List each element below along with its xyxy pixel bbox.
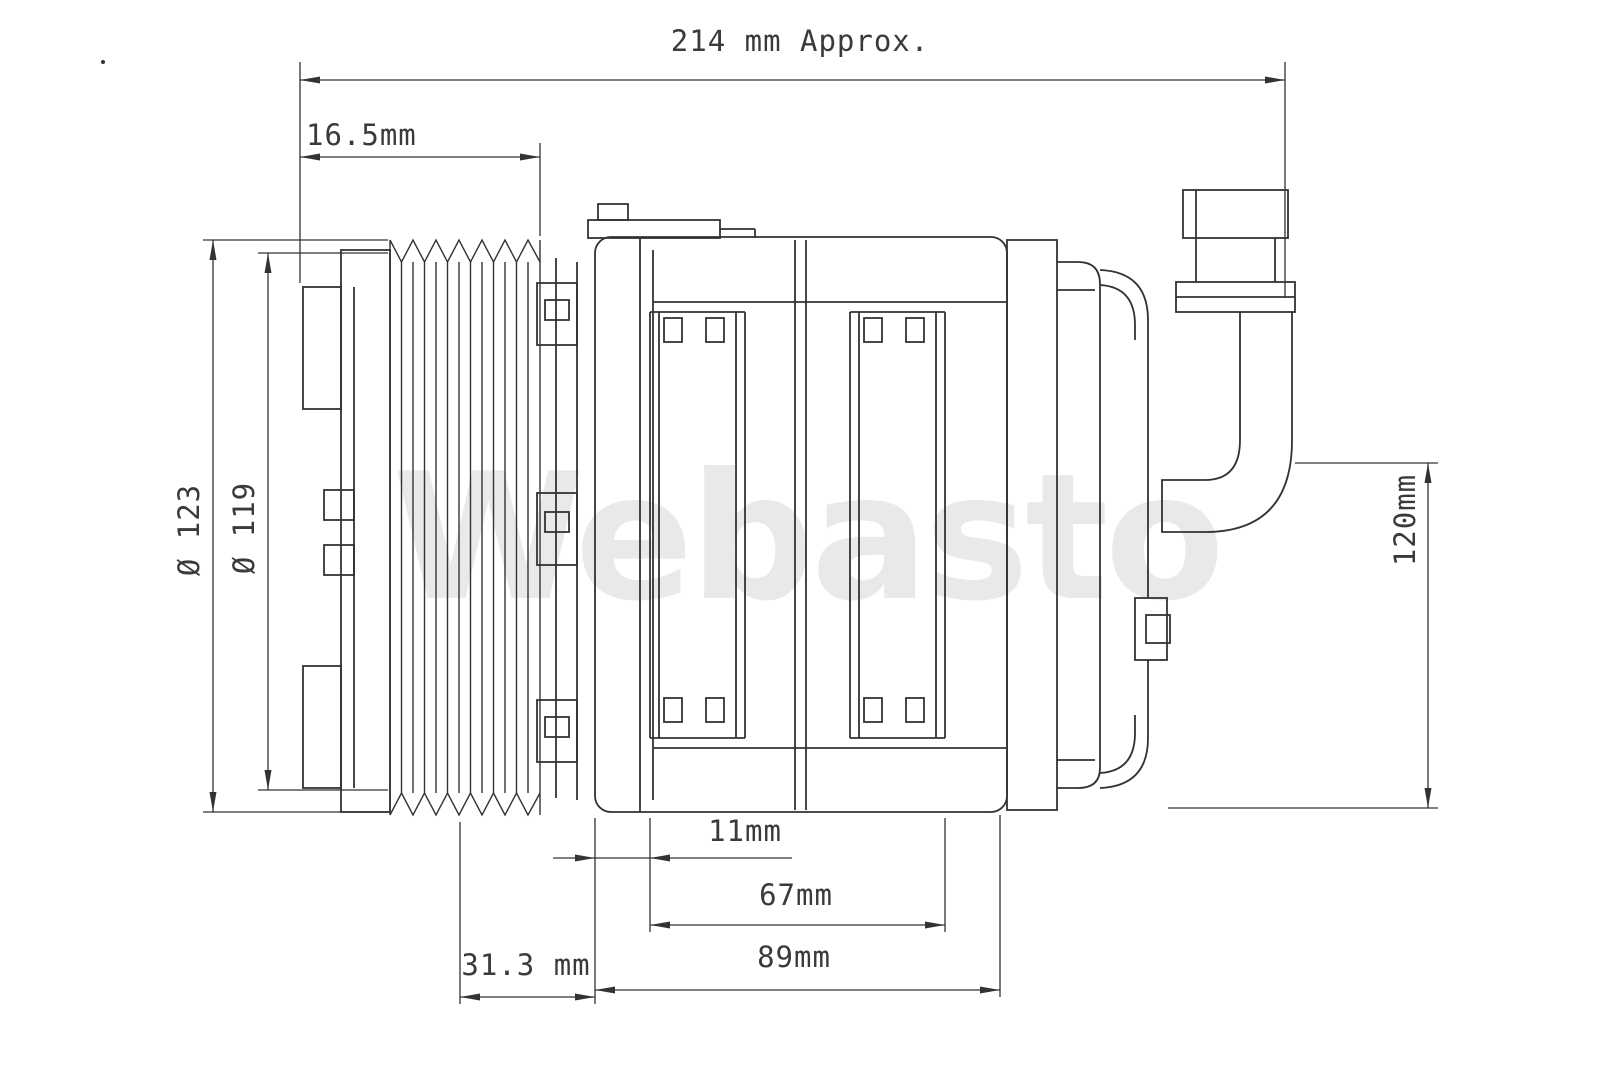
dim-port-offset-label: 11mm <box>708 814 782 848</box>
dim-line-overall-length <box>299 62 1286 298</box>
dim-line-pulley-offset <box>300 143 541 236</box>
part-drawing <box>302 189 1296 817</box>
hub <box>302 249 391 813</box>
dim-overall-length-label: 214 mm Approx. <box>670 24 930 58</box>
front-head-lugs <box>536 262 578 800</box>
suction-fitting <box>1175 189 1296 313</box>
dim-pulley-offset-label: 16.5mm <box>306 118 417 152</box>
cylinder-band-front <box>649 311 746 739</box>
dim-line-height <box>1168 462 1438 809</box>
dim-pulley-pitch-diameter-label: Ø 119 <box>227 481 262 575</box>
dim-line-outer-diameter <box>203 239 388 813</box>
dim-cylinder-span-label: 67mm <box>759 878 833 912</box>
discharge-pipe <box>1161 312 1293 533</box>
watermark: Webasto <box>392 437 1225 640</box>
dimension-lines <box>203 62 1438 1004</box>
pulley <box>389 238 541 817</box>
dim-height-label: 120mm <box>1388 473 1423 567</box>
watermark-text: Webasto <box>392 437 1221 640</box>
dim-pulley-outer-diameter-label: Ø 123 <box>172 483 207 577</box>
dimension-arrows <box>101 60 1432 1001</box>
cylinder-band-rear <box>849 311 946 739</box>
top-bracket <box>587 203 756 239</box>
stray-mark <box>101 60 105 64</box>
rear-head <box>1006 239 1101 811</box>
dim-body-length-label: 89mm <box>757 940 831 974</box>
dim-line-pulley-depth <box>459 822 595 1004</box>
rear-bracket <box>1099 269 1171 789</box>
dim-line-pitch-diameter <box>258 252 388 791</box>
dim-line-body-length <box>594 815 1001 1004</box>
dim-line-cylinder-span <box>649 818 946 932</box>
dim-pulley-depth-label: 31.3 mm <box>461 948 591 982</box>
